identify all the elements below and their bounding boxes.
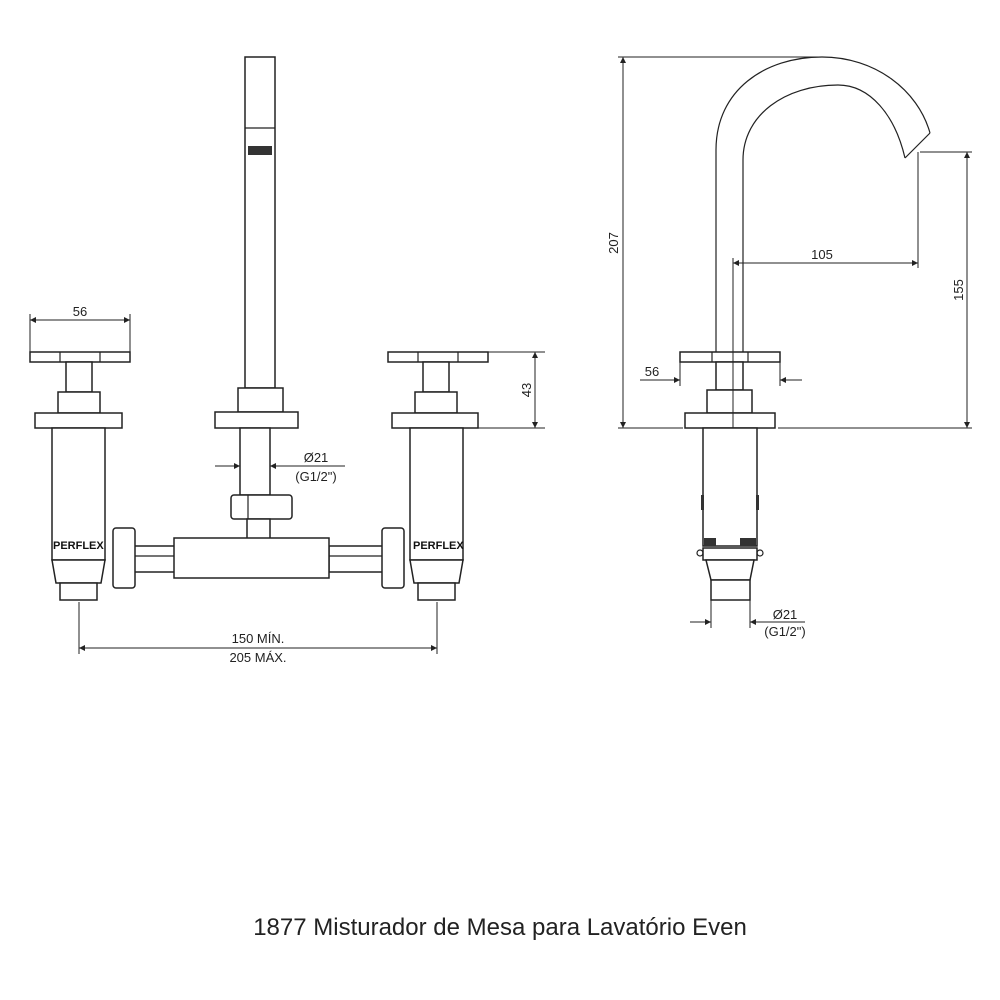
dim-spout-height: 155	[951, 279, 966, 301]
front-view: PERFLEX PERFLEX 56 43 Ø21 (G1/2")	[29, 56, 545, 665]
right-valve: PERFLEX	[387, 351, 489, 601]
side-view: 207 155 105 56 Ø21 (G1/2")	[606, 56, 972, 639]
center-spout	[214, 56, 299, 540]
dim-spacing-max: 205 MÁX.	[229, 650, 286, 665]
left-valve: PERFLEX	[29, 351, 131, 601]
dim-side-handle-width: 56	[645, 364, 659, 379]
dim-side-thread: (G1/2")	[764, 624, 805, 639]
side-valve	[679, 351, 781, 601]
brand-label-left: PERFLEX	[53, 540, 104, 552]
dim-handle-width: 56	[73, 304, 87, 319]
drawing-caption: 1877 Misturador de Mesa para Lavatório E…	[253, 914, 747, 941]
connection-pipes	[112, 527, 405, 589]
side-spout	[715, 56, 931, 352]
dim-spacing-min: 150 MÍN.	[232, 631, 285, 646]
brand-label-right: PERFLEX	[413, 540, 464, 552]
dim-spout-reach: 105	[811, 247, 833, 262]
dim-side-diameter: Ø21	[773, 607, 798, 622]
dim-handle-height: 43	[519, 383, 534, 397]
dim-thread: (G1/2")	[295, 469, 336, 484]
dim-diameter: Ø21	[304, 450, 329, 465]
front-dimensions: 56 43 Ø21 (G1/2") 150 MÍN. 205 MÁX.	[29, 304, 545, 665]
dim-total-height: 207	[606, 232, 621, 254]
side-dimensions: 207 155 105 56 Ø21 (G1/2")	[606, 56, 972, 639]
